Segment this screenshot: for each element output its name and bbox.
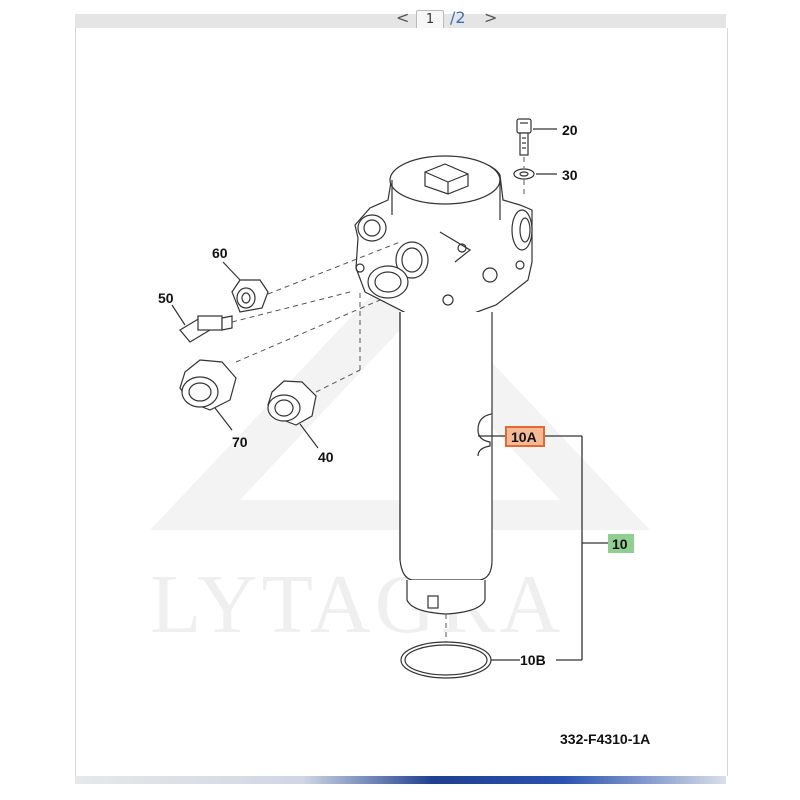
viewer-statusbar (75, 776, 726, 784)
current-page-input[interactable]: 1 (416, 10, 444, 30)
part-washer-30[interactable] (513, 168, 557, 180)
drawing-sheet (75, 28, 728, 776)
part-nut-60[interactable] (222, 261, 269, 313)
page-total: /2 (450, 8, 466, 27)
page-separator: / (450, 8, 456, 27)
part-filter-bowl[interactable] (399, 312, 505, 615)
callout-40[interactable]: 40 (318, 449, 334, 465)
prev-page-button[interactable]: < (396, 8, 410, 27)
callout-10a-highlight[interactable]: 10A (505, 426, 545, 447)
watermark-text: LYTAGRA (150, 558, 564, 651)
callout-10a[interactable]: 10A (511, 429, 537, 445)
callout-bracket-10 (545, 435, 608, 661)
callout-70[interactable]: 70 (232, 434, 248, 450)
page-count: 2 (455, 8, 466, 27)
part-sensor-50[interactable] (171, 304, 233, 343)
next-page-button[interactable]: > (484, 8, 498, 27)
callout-20[interactable]: 20 (562, 122, 578, 138)
drawing-number: 332-F4310-1A (560, 731, 650, 747)
assembly-drawing (171, 118, 608, 679)
part-screw-20[interactable] (516, 118, 557, 156)
viewer-toolbar (75, 14, 726, 28)
part-fitting-40[interactable] (267, 380, 319, 449)
assembly-guides (231, 157, 525, 642)
callout-60[interactable]: 60 (212, 245, 228, 261)
part-filter-head[interactable] (354, 155, 533, 323)
part-fitting-70[interactable] (179, 359, 237, 431)
callout-10b[interactable]: 10B (520, 652, 546, 668)
page-pager: < 1 /2 > (396, 7, 506, 30)
callout-10[interactable]: 10 (612, 536, 628, 552)
callout-50[interactable]: 50 (158, 290, 174, 306)
callout-30[interactable]: 30 (562, 167, 578, 183)
callout-10-highlight[interactable]: 10 (608, 534, 634, 553)
